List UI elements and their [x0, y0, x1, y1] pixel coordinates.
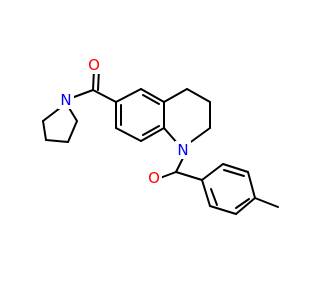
- bond-line: [201, 179, 211, 207]
- bond-line: [142, 94, 160, 105]
- bond-line: [159, 171, 177, 179]
- bond-line: [223, 169, 245, 177]
- bond-line: [42, 120, 47, 141]
- bond-line: [247, 171, 256, 199]
- bond-line: [163, 88, 188, 103]
- bond-line: [67, 120, 78, 143]
- bond-line: [45, 139, 69, 143]
- atom-mask: [175, 141, 191, 159]
- bond-line: [235, 197, 256, 215]
- bond-line: [140, 88, 165, 103]
- bond-line: [42, 107, 61, 122]
- atom-oxygen-bottom: O: [148, 169, 160, 187]
- bond-line: [175, 171, 203, 181]
- atom-labels: O N N O: [58, 56, 191, 187]
- bond-line: [175, 157, 184, 173]
- bond-line: [235, 198, 250, 209]
- bond-line: [115, 127, 142, 142]
- bond-lines: [42, 68, 279, 215]
- atom-mask: [86, 56, 102, 74]
- structure-canvas: O N N O: [42, 56, 279, 215]
- bond-line: [140, 127, 165, 142]
- bond-line: [210, 188, 218, 206]
- bond-line: [92, 89, 117, 103]
- bond-line: [209, 205, 237, 215]
- atom-nitrogen-ring: N: [177, 141, 188, 159]
- bond-line: [115, 88, 142, 103]
- bond-line: [201, 163, 224, 181]
- bond-line: [222, 163, 249, 173]
- bond-line: [254, 197, 279, 208]
- atom-oxygen-top: O: [88, 56, 100, 74]
- atom-mask: [146, 169, 162, 187]
- bond-line: [187, 127, 211, 145]
- atom-nitrogen-pyrrolidine: N: [60, 91, 71, 109]
- bond-line: [142, 125, 160, 136]
- atom-mask: [58, 91, 74, 109]
- molecule-structure: O N N O: [42, 56, 279, 215]
- bond-line: [186, 88, 211, 103]
